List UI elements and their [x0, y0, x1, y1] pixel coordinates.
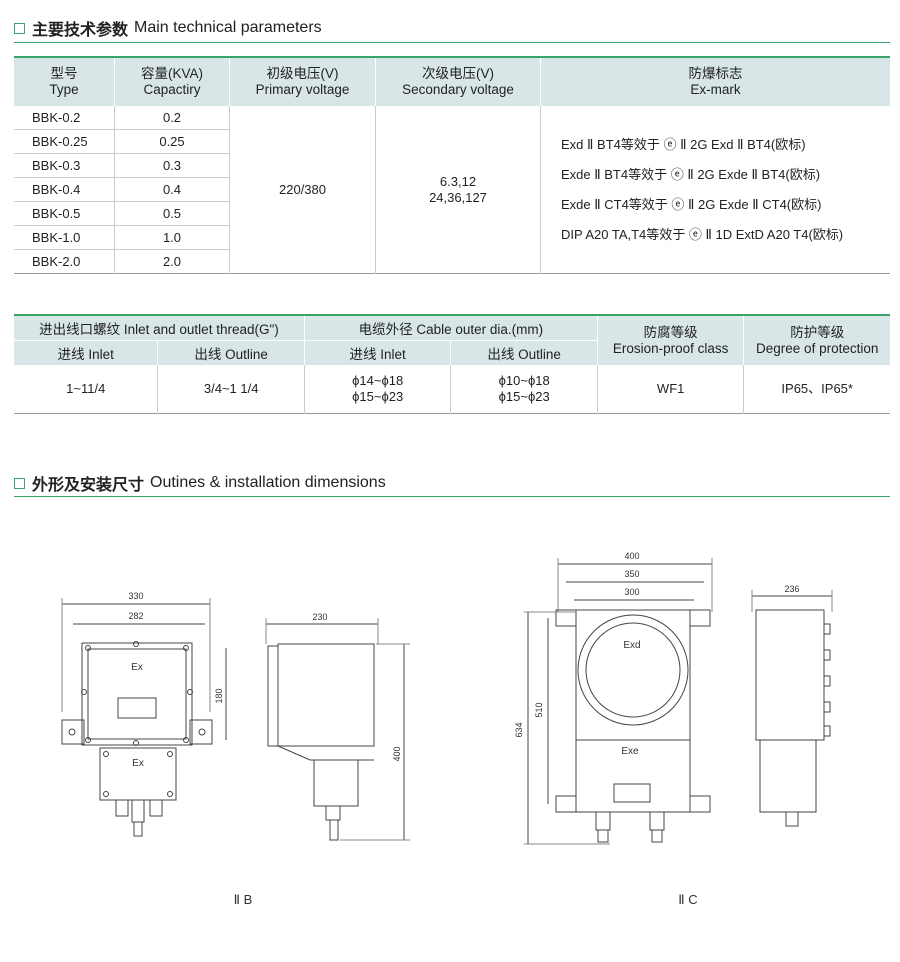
- section-divider: [14, 42, 890, 43]
- table-header-row: 进出线口螺纹 Inlet and outlet thread(G") 电缆外径 …: [14, 315, 890, 365]
- cell-type: BBK-0.4: [14, 177, 115, 202]
- cell-erosion: WF1: [596, 365, 744, 414]
- cell-capacity: 2.0: [114, 249, 230, 274]
- section-title-dimensions: 外形及安装尺寸 Outines & installation dimension…: [14, 471, 386, 495]
- section-title-en: Outines & installation dimensions: [150, 474, 386, 491]
- header-cable-inlet: 进线 Inlet: [303, 340, 451, 365]
- section-divider: [14, 496, 890, 497]
- checkbox-square-icon: [14, 477, 25, 489]
- caption-iib: Ⅱ B: [234, 892, 253, 907]
- header-capacity: 容量(KVA)Capactiry: [114, 57, 230, 106]
- dim-label: 230: [312, 612, 327, 622]
- cell-exmark: Exd Ⅱ BT4等效于 ⓔ Ⅱ 2G Exd Ⅱ BT4(欧标) Exde Ⅱ…: [540, 106, 890, 274]
- section-title-parameters: 主要技术参数 Main technical parameters: [14, 16, 322, 40]
- drawing-label: Ex: [131, 662, 143, 673]
- caption-iic: Ⅱ C: [678, 892, 697, 907]
- cell-capacity: 0.4: [114, 177, 230, 202]
- header-cable-outline: 出线 Outline: [450, 340, 598, 365]
- dim-label: 634: [514, 722, 524, 737]
- dim-label: 236: [784, 584, 799, 594]
- exmark-line: Exd Ⅱ BT4等效于 ⓔ Ⅱ 2G Exd Ⅱ BT4(欧标): [561, 136, 806, 152]
- cell-type: BBK-0.5: [14, 201, 115, 226]
- exmark-line: Exde Ⅱ CT4等效于 ⓔ Ⅱ 2G Exde Ⅱ CT4(欧标): [561, 196, 822, 212]
- header-cable: 电缆外径 Cable outer dia.(mm): [303, 315, 598, 341]
- cell-type: BBK-2.0: [32, 254, 81, 269]
- dim-label: 330: [128, 591, 143, 601]
- header-outline: 出线 Outline: [157, 340, 305, 365]
- dim-label: 300: [624, 587, 639, 597]
- cell-outline: 3/4~1 1/4: [157, 365, 305, 414]
- cell-type: BBK-0.3: [14, 153, 115, 178]
- dim-label: 350: [624, 569, 639, 579]
- dim-label: 282: [128, 611, 143, 621]
- section-title-en: Main technical parameters: [134, 19, 322, 36]
- iib-front-view: 330 282 Ex 180 Ex: [61, 591, 227, 837]
- section-title-cn: 外形及安装尺寸: [32, 477, 145, 494]
- header-primary: 初级电压(V)Primary voltage: [229, 57, 376, 106]
- installation-drawings: 330 282 Ex 180 Ex 230: [61, 551, 833, 907]
- cell-capacity: 1.0: [114, 225, 230, 250]
- dim-label: 400: [392, 746, 402, 761]
- drawing-label: Exd: [623, 640, 640, 651]
- iic-side-view: 236: [751, 584, 833, 827]
- cell-type: BBK-0.25: [14, 129, 115, 154]
- table-row: BBK-2.0 2.0: [14, 249, 890, 274]
- dim-label: 180: [214, 688, 224, 703]
- drawing-label: Ex: [132, 758, 144, 769]
- header-inlet: 进线 Inlet: [14, 340, 158, 365]
- header-thread: 进出线口螺纹 Inlet and outlet thread(G"): [14, 315, 305, 341]
- iic-front-view: 400 350 300 Exd Exe 634 510: [514, 551, 713, 845]
- cell-protection: IP65、IP65*: [743, 365, 890, 414]
- checkbox-square-icon: [14, 22, 25, 34]
- exmark-line: Exde Ⅱ BT4等效于 ⓔ Ⅱ 2G Exde Ⅱ BT4(欧标): [561, 166, 821, 182]
- drawing-label: Exe: [621, 746, 639, 757]
- exmark-line: DIP A20 TA,T4等效于 ⓔ Ⅱ 1D ExtD A20 T4(欧标): [561, 226, 844, 242]
- dim-label: 510: [534, 702, 544, 717]
- cell-inlet: 1~11/4: [66, 381, 106, 396]
- section-title-cn: 主要技术参数: [32, 22, 129, 39]
- cell-type: BBK-1.0: [14, 225, 115, 250]
- table-subheader-row: 进线 Inlet 出线 Outline 进线 Inlet 出线 Outline: [14, 340, 890, 365]
- cell-capacity: 0.2: [114, 106, 230, 130]
- cell-capacity: 0.5: [114, 201, 230, 226]
- cell-primary-voltage: 220/380: [229, 106, 376, 274]
- dim-label: 400: [624, 551, 639, 561]
- cell-capacity: 0.3: [114, 153, 230, 178]
- thread-table: 进出线口螺纹 Inlet and outlet thread(G") 电缆外径 …: [14, 314, 890, 414]
- cell-type: BBK-0.2: [14, 106, 115, 130]
- cell-capacity: 0.25: [114, 129, 230, 154]
- iib-side-view: 230 400: [265, 612, 410, 841]
- header-secondary: 次级电压(V)Secondary voltage: [375, 57, 541, 106]
